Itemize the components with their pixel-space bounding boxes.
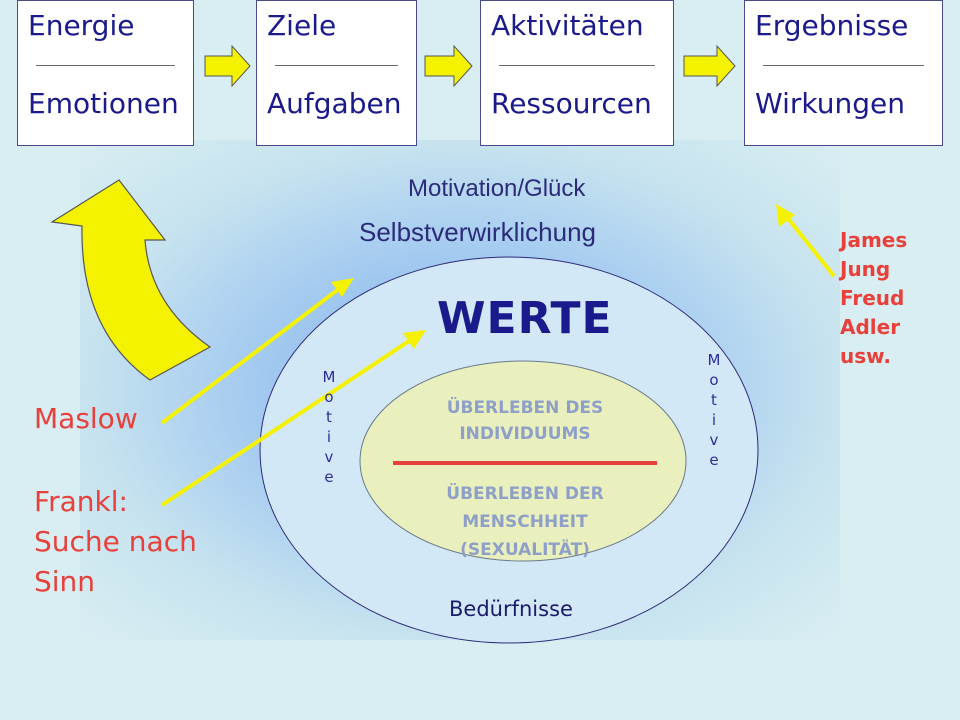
motive-right: M o t i v e <box>704 350 724 470</box>
frankl-line-2: Suche nach <box>34 525 197 558</box>
motive-letter: o <box>324 388 334 406</box>
name-jung: Jung <box>840 257 891 281</box>
box-aktivitaeten-bottom: Ressourcen <box>491 87 652 120</box>
frankl-arrow-head <box>403 330 426 349</box>
motive-letter: t <box>711 391 717 409</box>
motive-letter: o <box>709 371 719 389</box>
motive-letter: M <box>707 351 721 369</box>
name-james: James <box>840 228 908 252</box>
box-aktivitaeten-top: Aktivitäten <box>491 9 644 42</box>
box-divider <box>36 65 175 66</box>
curved-feedback-arrow <box>50 179 212 381</box>
frankl-arrow-line <box>160 337 414 507</box>
werte-title: WERTE <box>437 293 613 344</box>
inner-line-2: INDIVIDUUMS <box>459 424 591 444</box>
box-ziele-bottom: Aufgaben <box>267 87 402 120</box>
motive-letter: e <box>709 451 719 469</box>
box-ergebnisse: Ergebnisse Wirkungen <box>744 0 943 146</box>
selbstverwirklichung-label: Selbstverwirklichung <box>359 217 596 247</box>
frankl-line-1: Frankl: <box>34 485 128 518</box>
box-ziele-top: Ziele <box>267 9 337 42</box>
box-aktivitaeten: Aktivitäten Ressourcen <box>480 0 674 146</box>
james-arrow-head <box>776 204 795 227</box>
maslow-label: Maslow <box>34 402 138 435</box>
motive-letter: t <box>326 408 332 426</box>
box-divider <box>499 65 655 66</box>
box-energie-top: Energie <box>28 9 135 42</box>
box-divider <box>275 65 398 66</box>
motive-letter: e <box>324 468 334 486</box>
inner-text-bottom: ÜBERLEBEN DER MENSCHHEIT (SEXUALITÄT) <box>393 480 657 564</box>
motive-letter: M <box>322 368 336 386</box>
psychologists-list: James Jung Freud Adler usw. <box>840 226 940 371</box>
motive-letter: v <box>709 431 719 449</box>
inner-text-top: ÜBERLEBEN DES INDIVIDUUMS <box>393 395 657 447</box>
box-energie: Energie Emotionen <box>17 0 194 146</box>
inner-line-4: MENSCHHEIT <box>462 512 588 532</box>
motive-letter: i <box>326 428 332 446</box>
maslow-arrow-head <box>331 278 354 297</box>
inner-line-1: ÜBERLEBEN DES <box>446 398 604 418</box>
inner-line-5: (SEXUALITÄT) <box>460 540 590 560</box>
motive-left: M o t i v e <box>319 367 339 487</box>
frankl-line-3: Sinn <box>34 565 96 598</box>
box-ziele: Ziele Aufgaben <box>256 0 417 146</box>
box-divider <box>763 65 924 66</box>
box-energie-bottom: Emotionen <box>28 87 179 120</box>
motivation-label: Motivation/Glück <box>408 175 586 202</box>
frankl-label: Frankl: Suche nach Sinn <box>34 482 234 602</box>
block-arrow-3 <box>683 44 736 88</box>
box-ergebnisse-bottom: Wirkungen <box>755 87 905 120</box>
name-adler: Adler <box>840 315 901 339</box>
motive-letter: i <box>711 411 717 429</box>
beduerfnisse-label: Bedürfnisse <box>449 597 573 621</box>
box-ergebnisse-top: Ergebnisse <box>755 9 909 42</box>
james-arrow-line <box>784 214 836 278</box>
block-arrow-1 <box>204 44 251 88</box>
block-arrow-2 <box>424 44 473 88</box>
maslow-arrow-line <box>160 286 342 425</box>
inner-line-3: ÜBERLEBEN DER <box>446 484 604 504</box>
name-usw: usw. <box>840 344 891 368</box>
motive-letter: v <box>324 448 334 466</box>
name-freud: Freud <box>840 286 905 310</box>
